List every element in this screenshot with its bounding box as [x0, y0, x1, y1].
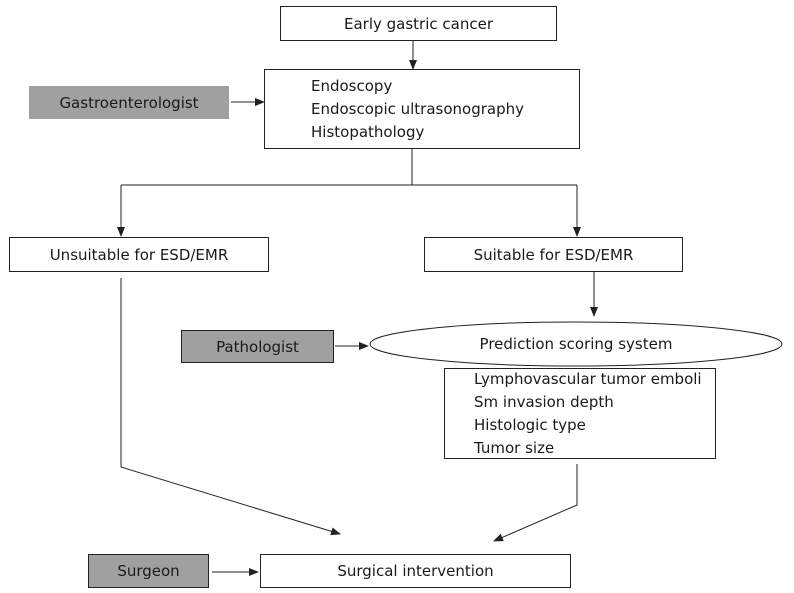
arrow-factors-to-surgery — [493, 464, 578, 542]
evaluation-node: Endoscopy Endoscopic ultrasonography His… — [264, 69, 580, 149]
factor-item: Tumor size — [474, 438, 555, 457]
scoring-label: Prediction scoring system — [479, 335, 673, 353]
surgeon-role: Surgeon — [88, 554, 209, 588]
evaluation-item: Histopathology — [311, 122, 425, 141]
unsuitable-node: Unsuitable for ESD/EMR — [9, 237, 269, 272]
factor-item: Lymphovascular tumor emboli — [474, 369, 702, 388]
evaluation-item: Endoscopic ultrasonography — [311, 99, 525, 118]
surgery-node: Surgical intervention — [260, 554, 571, 588]
evaluation-item: Endoscopy — [311, 76, 393, 95]
factor-item: Histologic type — [474, 415, 586, 434]
factors-node: Lymphovascular tumor emboli Sm invasion … — [444, 368, 716, 459]
scoring-ellipse — [369, 321, 783, 367]
pathologist-role: Pathologist — [181, 330, 334, 363]
start-node: Early gastric cancer — [280, 6, 557, 41]
gastroenterologist-role: Gastroenterologist — [29, 86, 229, 119]
factor-item: Sm invasion depth — [474, 392, 614, 411]
suitable-node: Suitable for ESD/EMR — [424, 237, 683, 272]
arrow-unsuitable-to-surgery — [120, 278, 341, 536]
